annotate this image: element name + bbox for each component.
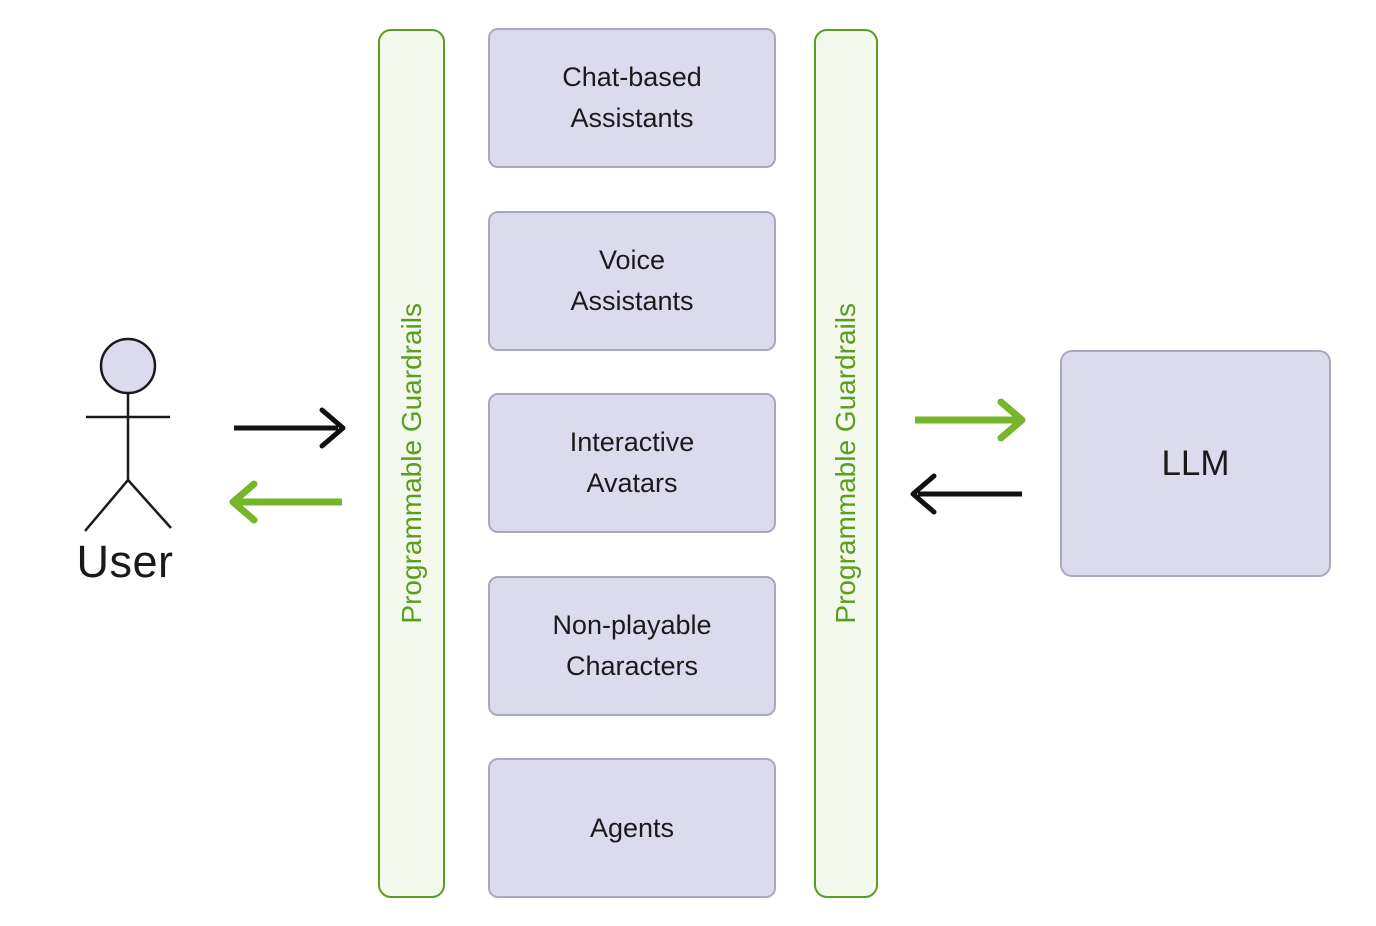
node-label-line: Interactive	[569, 427, 695, 457]
node-label-line: Assistants	[570, 103, 694, 133]
node-label-line: Characters	[565, 651, 699, 681]
guardrail-bar-right: Programmable Guardrails	[814, 29, 878, 898]
node-label-line: Chat-based	[562, 62, 702, 92]
guardrail-bar-left: Programmable Guardrails	[378, 29, 445, 898]
guardrail-left-label: Programmable Guardrails	[395, 303, 427, 624]
arrow-llm-to-guardrails	[910, 473, 1022, 515]
node-label-line: Avatars	[586, 468, 678, 498]
node-non-playable-characters: Non-playable Characters	[488, 576, 776, 716]
arrow-guardrails-to-llm	[915, 398, 1026, 442]
node-label-line: Agents	[589, 812, 675, 843]
node-interactive-avatars: Interactive Avatars	[488, 393, 776, 533]
node-chat-based-assistants: Chat-based Assistants	[488, 28, 776, 168]
node-label-line: Non-playable	[552, 610, 712, 640]
guardrail-right-label: Programmable Guardrails	[830, 303, 861, 624]
arrow-user-to-guardrails	[234, 407, 346, 449]
node-label-line: Voice	[598, 245, 666, 275]
user-figure-icon	[84, 337, 172, 532]
user-label: User	[76, 536, 174, 587]
node-agents: Agents	[488, 758, 776, 898]
node-label-line: Assistants	[570, 286, 694, 316]
arrow-guardrails-to-user	[229, 480, 342, 524]
llm-label: LLM	[1161, 443, 1230, 483]
node-voice-assistants: Voice Assistants	[488, 211, 776, 351]
node-llm: LLM	[1060, 350, 1331, 577]
